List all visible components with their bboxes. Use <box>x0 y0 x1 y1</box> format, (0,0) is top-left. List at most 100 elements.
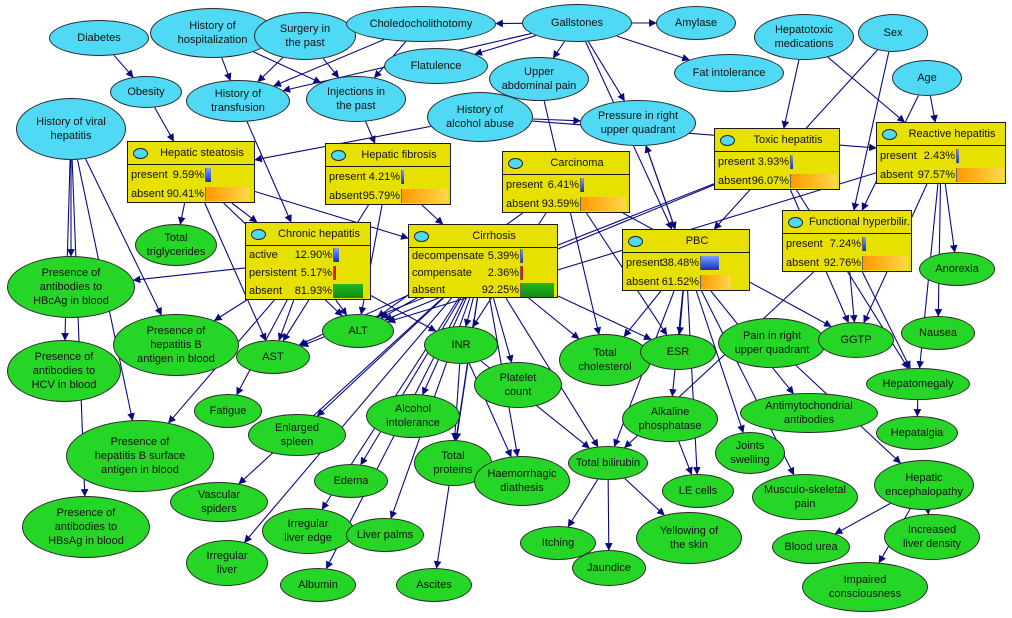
node-gallstones[interactable]: Gallstones <box>522 4 632 42</box>
node-surgery[interactable]: Surgery in the past <box>254 12 356 60</box>
node-flatulence[interactable]: Flatulence <box>384 48 488 84</box>
node-esr[interactable]: ESR <box>640 334 716 370</box>
probability-bar-track <box>580 177 629 192</box>
node-obesity[interactable]: Obesity <box>110 76 182 108</box>
edge-inr-to-total-prot <box>451 363 461 441</box>
node-upper-abd[interactable]: Upper abdominal pain <box>489 57 589 101</box>
node-ggtp[interactable]: GGTP <box>818 322 894 358</box>
node-hbcag[interactable]: Presence of antibodies to HBcAg in blood <box>7 256 135 318</box>
monitor-title-text: Hepatic steatosis <box>160 147 244 159</box>
node-hist-alcohol[interactable]: History of alcohol abuse <box>427 92 533 142</box>
node-hep-enceph[interactable]: Hepatic encephalopathy <box>874 460 974 510</box>
state-probability: 4.21% <box>368 170 400 183</box>
node-total-bili[interactable]: Total bilirubin <box>568 446 648 480</box>
node-haemorrhagic[interactable]: Haemorrhagic diathesis <box>474 456 570 506</box>
node-alcohol-intol[interactable]: Alcohol intolerance <box>366 394 460 438</box>
node-diabetes[interactable]: Diabetes <box>49 20 149 56</box>
node-enlarged-spleen[interactable]: Enlarged spleen <box>248 414 346 456</box>
node-fat-intol[interactable]: Fat intolerance <box>674 54 784 92</box>
edge-diabetes-to-obesity <box>113 54 134 78</box>
node-incr-density[interactable]: Increased liver density <box>884 514 980 560</box>
node-antimito[interactable]: Antimytochondrial antibodies <box>740 393 878 433</box>
edge-cirrhosis-to-total-chol <box>528 297 580 340</box>
probability-bar-track <box>333 284 370 298</box>
state-label: absent <box>718 174 752 187</box>
node-total-chol[interactable]: Total cholesterol <box>559 334 651 386</box>
node-injections[interactable]: Injections in the past <box>306 76 406 122</box>
node-age[interactable]: Age <box>892 60 962 96</box>
node-ast[interactable]: AST <box>236 340 310 374</box>
node-status-icon <box>251 228 266 240</box>
node-albumin[interactable]: Albumin <box>280 568 356 602</box>
node-le-cells[interactable]: LE cells <box>662 474 734 508</box>
monitor-title-text: Toxic hepatitis <box>753 134 823 146</box>
node-hepatomegaly[interactable]: Hepatomegaly <box>866 368 970 400</box>
probability-bar-track <box>700 255 749 270</box>
node-hb-antigen[interactable]: Presence of hepatitis B antigen in blood <box>113 314 239 376</box>
state-probability: 61.52% <box>661 275 699 288</box>
edge-chronic-hep-to-alt <box>335 299 347 316</box>
node-irr-edge[interactable]: Irregular liver edge <box>262 508 354 554</box>
node-fatigue[interactable]: Fatigue <box>194 394 262 428</box>
node-irr-liver[interactable]: Irregular liver <box>186 540 268 586</box>
state-probability: 7.24% <box>829 237 861 250</box>
node-status-icon <box>414 230 429 242</box>
node-hist-viral[interactable]: History of viral hepatitis <box>16 98 126 160</box>
node-alk-phos[interactable]: Alkaline phosphatase <box>622 396 718 442</box>
probability-bar <box>521 249 523 264</box>
node-musculo[interactable]: Musculo-skeletal pain <box>752 474 858 520</box>
node-vascular[interactable]: Vascular spiders <box>170 482 268 522</box>
node-total-trig[interactable]: Total triglycerides <box>135 224 217 266</box>
probability-bar-track <box>956 148 1005 163</box>
node-pain-ruq[interactable]: Pain in right upper quadrant <box>718 318 826 368</box>
probability-bar <box>791 154 793 169</box>
node-impaired[interactable]: Impaired consciousness <box>802 562 928 612</box>
edge-hist-hosp-to-injections <box>253 51 322 84</box>
node-hcv[interactable]: Presence of antibodies to HCV in blood <box>7 340 121 402</box>
node-choledo[interactable]: Choledocholithotomy <box>346 6 496 42</box>
node-nausea[interactable]: Nausea <box>901 316 975 350</box>
node-hist-transf[interactable]: History of transfusion <box>186 80 290 122</box>
state-label: absent <box>506 197 540 210</box>
edge-total-bili-to-yellowing <box>624 478 665 516</box>
node-alt[interactable]: ALT <box>322 314 394 348</box>
edge-hepatotoxic-to-toxic-hep <box>781 59 800 129</box>
node-amylase[interactable]: Amylase <box>656 6 736 40</box>
node-liver-palms[interactable]: Liver palms <box>346 518 424 552</box>
edge-total-bili-to-itching <box>567 479 599 528</box>
edge-pbc-to-esr <box>676 290 684 335</box>
probability-bar <box>402 169 405 184</box>
node-joints[interactable]: Joints swelling <box>715 432 785 474</box>
edge-surgery-to-hist-transf <box>257 57 284 83</box>
probability-bar <box>521 282 555 297</box>
edge-cirrhosis-to-edema <box>360 297 462 466</box>
node-ascites[interactable]: Ascites <box>396 568 472 602</box>
node-jaundice[interactable]: Jaundice <box>572 550 646 586</box>
node-sex[interactable]: Sex <box>858 14 928 52</box>
node-platelet[interactable]: Platelet count <box>474 362 562 408</box>
node-yellowing[interactable]: Yellowing of the skin <box>636 512 742 564</box>
node-blood-urea[interactable]: Blood urea <box>772 530 850 564</box>
node-hb-surface[interactable]: Presence of hepatitis B surface antigen … <box>66 420 214 492</box>
node-inr[interactable]: INR <box>424 326 498 364</box>
node-hbsag[interactable]: Presence of antibodies to HBsAg in blood <box>22 496 150 558</box>
node-anorexia[interactable]: Anorexia <box>919 252 995 286</box>
node-hepatotoxic[interactable]: Hepatotoxic medications <box>754 14 854 60</box>
edge-choledo-to-hist-transf <box>273 39 385 87</box>
probability-bar <box>334 248 339 262</box>
node-pressure-ruq[interactable]: Pressure in right upper quadrant <box>580 100 696 146</box>
node-hepatalgia[interactable]: Hepatalgia <box>876 416 958 450</box>
node-edema[interactable]: Edema <box>314 464 388 498</box>
